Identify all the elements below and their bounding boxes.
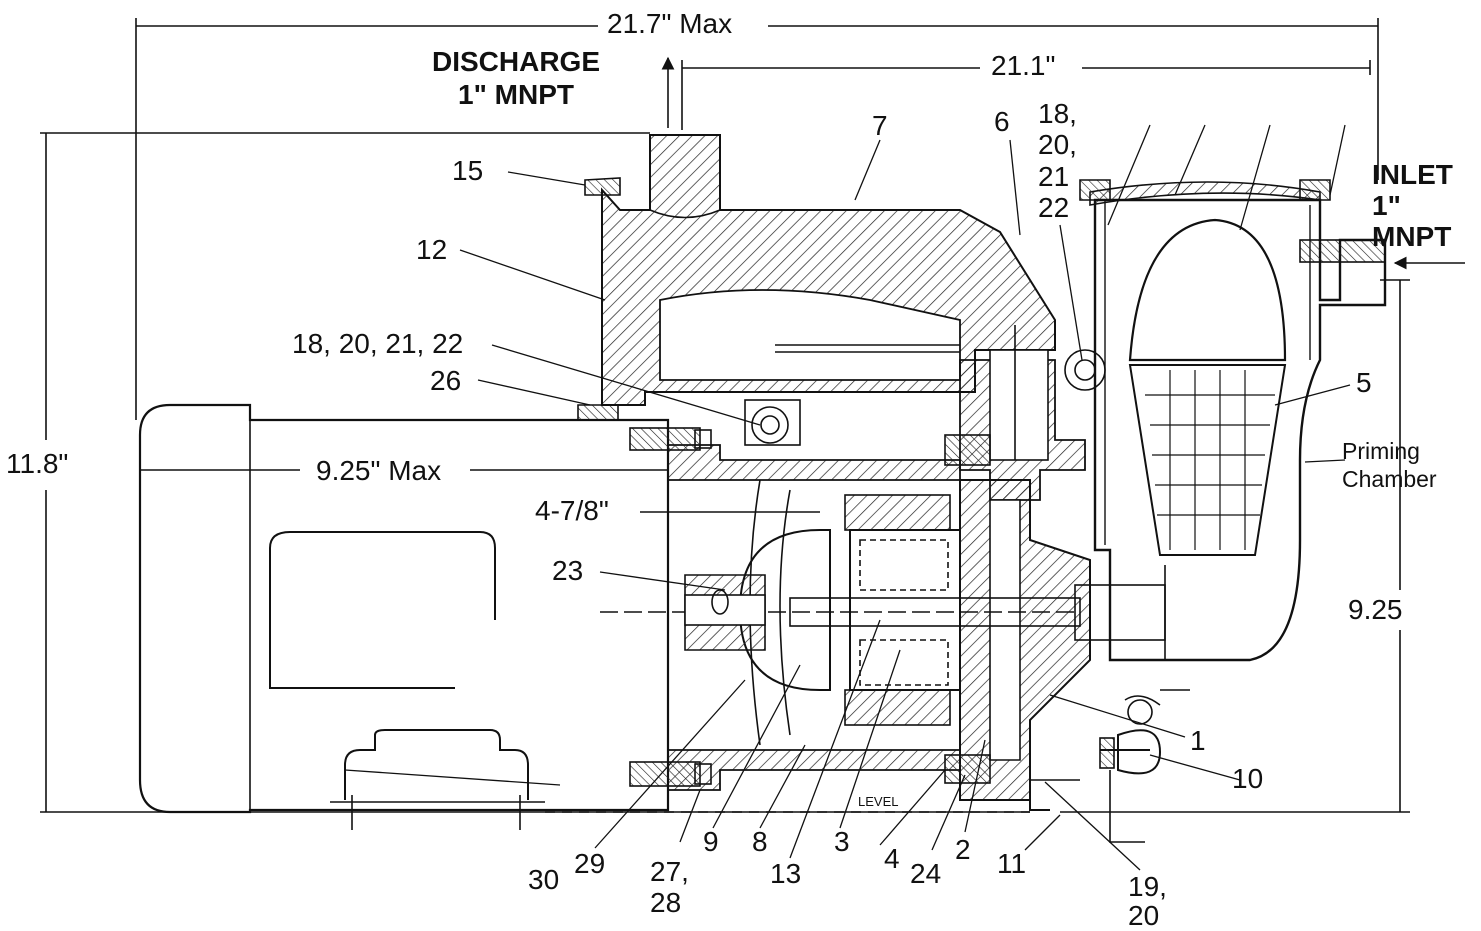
part-9: 9 [703, 826, 719, 857]
pump-length-label: 21.1" [987, 52, 1060, 80]
part-7: 7 [872, 110, 888, 141]
motor [138, 403, 670, 830]
motor-height-label: 9.25" Max [312, 457, 446, 485]
part-15: 15 [452, 155, 484, 186]
shaft-height-label: 4-7/8" [535, 495, 609, 526]
part-18-20-21-22-top: 18, 20, 21 22 [1038, 98, 1077, 224]
seal-housing [944, 325, 1106, 501]
shaft [600, 565, 1166, 660]
priming-chamber-label: Priming Chamber [1342, 438, 1437, 492]
part-5: 5 [1356, 367, 1372, 398]
rotor [738, 479, 961, 746]
drain-plug [1099, 689, 1190, 843]
part-12: 12 [416, 234, 448, 265]
part-26: 26 [430, 365, 462, 396]
part-27-28: 27, 28 [650, 856, 689, 919]
dim-pump-length [681, 60, 1371, 130]
inlet-label: INLET 1" MNPT [1372, 159, 1453, 252]
part-19-20: 19, 20 [1128, 871, 1167, 931]
part-11: 11 [997, 848, 1027, 879]
part-8: 8 [752, 826, 768, 857]
level-label: LEVEL [858, 794, 899, 809]
overall-height-label: 11.8" [6, 448, 69, 479]
volute [944, 479, 1091, 811]
part-10: 10 [1232, 763, 1264, 794]
part-2: 2 [955, 834, 971, 865]
part-24: 24 [910, 858, 942, 889]
part-30: 30 [528, 864, 560, 895]
dim-inlet-height [1060, 279, 1410, 813]
casing [577, 134, 1056, 446]
part-6: 6 [994, 106, 1010, 137]
priming-chamber [1079, 179, 1387, 662]
part-3: 3 [834, 826, 850, 857]
part-13: 13 [770, 858, 802, 889]
part-23: 23 [552, 555, 584, 586]
part-1: 1 [1190, 725, 1206, 756]
inlet-height-label: 9.25 [1348, 594, 1403, 625]
discharge-label: DISCHARGE 1" MNPT [432, 46, 601, 111]
bracket [629, 427, 961, 791]
leader-lines [344, 124, 1351, 871]
part-29: 29 [574, 848, 606, 879]
part-18-20-21-22-left: 18, 20, 21, 22 [292, 328, 464, 359]
overall-length-label: 21.7" Max [603, 10, 737, 38]
part-4: 4 [884, 843, 900, 874]
dim-overall-length [135, 18, 1379, 420]
